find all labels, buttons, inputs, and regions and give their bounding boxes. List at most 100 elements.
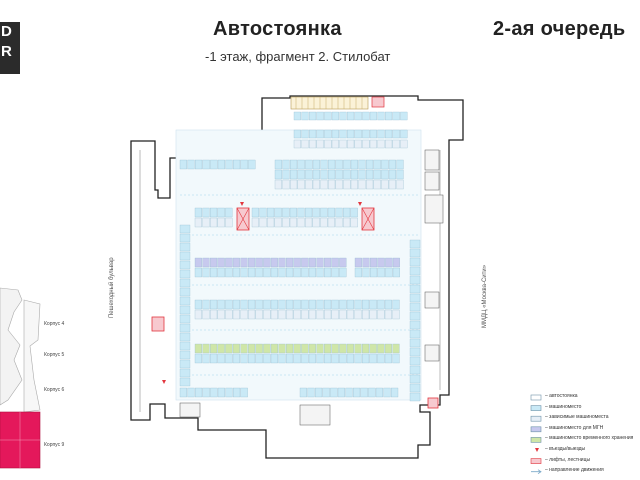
- parking-space: [324, 257, 332, 268]
- parking-space: [225, 387, 233, 398]
- building-label: Корпус 5: [44, 352, 65, 358]
- parking-space: [202, 159, 210, 170]
- parking-space: [339, 257, 347, 268]
- legend-item: – лифты, лестницы: [528, 456, 640, 467]
- building-label: Корпус 4: [44, 321, 65, 327]
- parking-space: [278, 257, 286, 268]
- parking-space: [324, 129, 332, 139]
- parking-space: [301, 299, 309, 310]
- legend-label: – лифты, лестницы: [545, 456, 591, 463]
- parking-space: [293, 343, 301, 354]
- parking-space: [179, 233, 191, 243]
- parking-space: [290, 159, 298, 170]
- parking-space: [320, 207, 328, 218]
- legend-item: – машиноместо для МГН: [528, 424, 640, 435]
- parking-space: [324, 353, 332, 364]
- parking-space: [392, 129, 400, 139]
- parking-space: [232, 267, 240, 278]
- parking-space: [339, 343, 347, 354]
- parking-space: [301, 111, 309, 121]
- parking-space: [248, 257, 256, 268]
- parking-space: [251, 207, 259, 218]
- page-subtitle: -1 этаж, фрагмент 2. Стилобат: [205, 49, 391, 64]
- parking-space: [202, 309, 210, 320]
- parking-space: [346, 299, 354, 310]
- parking-space: [324, 267, 332, 278]
- parking-space: [308, 353, 316, 364]
- parking-space: [316, 309, 324, 320]
- parking-space: [362, 343, 370, 354]
- parking-space: [179, 377, 191, 387]
- legend-swatch: [530, 437, 542, 443]
- parking-space: [217, 159, 225, 170]
- parking-space: [385, 111, 393, 121]
- parking-space: [331, 299, 339, 310]
- parking-space: [286, 267, 294, 278]
- parking-space: [354, 111, 362, 121]
- parking-space: [286, 343, 294, 354]
- page-title: Автостоянка: [213, 18, 342, 40]
- parking-space: [217, 309, 225, 320]
- parking-space: [293, 353, 301, 364]
- street-label: Пешеходный бульвар: [109, 257, 115, 318]
- driving-lanes: [180, 194, 420, 376]
- parking-space: [316, 353, 324, 364]
- parking-space: [179, 368, 191, 378]
- parking-space: [282, 207, 290, 218]
- parking-space: [383, 387, 391, 398]
- parking-space: [282, 159, 290, 170]
- parking-space: [400, 129, 408, 139]
- parking-space: [362, 139, 370, 149]
- parking-space: [354, 309, 362, 320]
- parking-space: [331, 139, 339, 149]
- parking-space: [358, 169, 366, 180]
- parking-space: [293, 299, 301, 310]
- parking-space: [388, 159, 396, 170]
- parking-space: [392, 139, 400, 149]
- parking-space: [308, 267, 316, 278]
- parking-space: [369, 309, 377, 320]
- parking-space: [225, 343, 233, 354]
- parking-space: [187, 159, 195, 170]
- parking-space: [381, 159, 389, 170]
- parking-space: [194, 267, 202, 278]
- parking-space: [263, 343, 271, 354]
- legend-item: – машиноместо временного хранения: [528, 434, 640, 445]
- parking-space: [301, 353, 309, 364]
- parking-space: [377, 309, 385, 320]
- parking-space: [346, 353, 354, 364]
- parking-space: [320, 217, 328, 228]
- parking-space: [297, 179, 305, 190]
- parking-space: [270, 343, 278, 354]
- parking-space: [278, 309, 286, 320]
- parking-space: [335, 179, 343, 190]
- parking-space: [316, 343, 324, 354]
- parking-space: [392, 111, 400, 121]
- legend-symbols: [530, 394, 542, 475]
- parking-space: [297, 207, 305, 218]
- stair-core: [151, 316, 165, 332]
- parking-space: [316, 129, 324, 139]
- parking-space: [225, 267, 233, 278]
- parking-space: [248, 159, 256, 170]
- parking-space: [194, 207, 202, 218]
- parking-space: [179, 224, 191, 234]
- parking-space: [240, 387, 248, 398]
- parking-space: [293, 139, 301, 149]
- parking-space: [391, 387, 399, 398]
- legend: – автостоянка – машиноместо – зависимые …: [528, 392, 640, 477]
- parking-space: [286, 257, 294, 268]
- parking-space: [396, 179, 404, 190]
- parking-space: [409, 365, 421, 375]
- parking-space: [210, 387, 218, 398]
- parking-space: [308, 309, 316, 320]
- parking-space: [350, 169, 358, 180]
- parking-space: [286, 309, 294, 320]
- parking-space: [409, 275, 421, 285]
- parking-space: [240, 309, 248, 320]
- entry-marker: [358, 202, 362, 206]
- parking-space: [301, 267, 309, 278]
- parking-space: [251, 217, 259, 228]
- parking-space: [369, 343, 377, 354]
